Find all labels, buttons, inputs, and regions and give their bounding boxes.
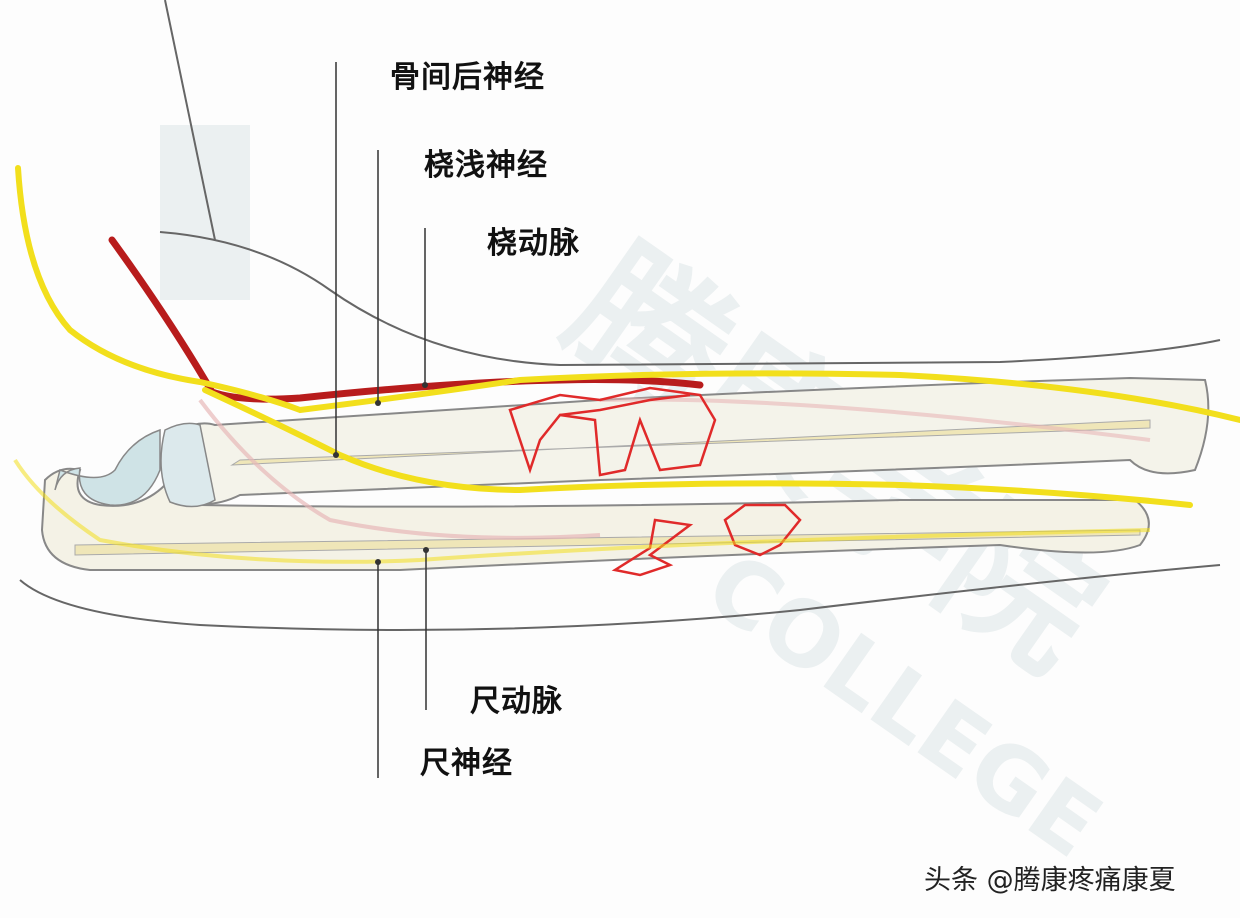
- label-ulnar-artery: 尺动脉: [470, 684, 563, 719]
- watermark-logo-shape: [160, 125, 250, 300]
- forearm-top-outline: [159, 231, 1221, 367]
- radius-bone: [160, 376, 1210, 508]
- label-superficial-radial-nerve: 桡浅神经: [424, 148, 548, 183]
- ulnar-nerve: [13, 458, 1151, 564]
- radial-artery: [108, 236, 704, 403]
- posterior-interosseous-nerve: [202, 387, 1193, 508]
- ulna-bone: [40, 428, 1150, 571]
- radius-fracture-lines: [508, 386, 717, 477]
- credit-watermark: 头条 @腾康疼痛康夏: [924, 865, 1176, 896]
- label-posterior-interosseous-nerve: 骨间后神经: [390, 60, 545, 95]
- superficial-radial-nerve: [15, 165, 1240, 423]
- ulna-fracture-lines: [611, 503, 802, 577]
- radial-head: [160, 422, 216, 508]
- forearm-bottom-outline: [19, 564, 1221, 631]
- leader-dot: [423, 547, 429, 553]
- leader-dot: [375, 559, 381, 565]
- leader-dot: [333, 452, 339, 458]
- ulna-joint-cartilage: [54, 428, 161, 506]
- upper-arm-outline: [164, 0, 216, 241]
- leader-dot: [422, 382, 428, 388]
- leader-dot: [375, 400, 381, 406]
- label-radial-artery: 桡动脉: [487, 226, 580, 261]
- label-ulnar-nerve: 尺神经: [420, 746, 513, 781]
- leader-lines: [335, 62, 427, 778]
- ulnar-artery: [198, 398, 601, 540]
